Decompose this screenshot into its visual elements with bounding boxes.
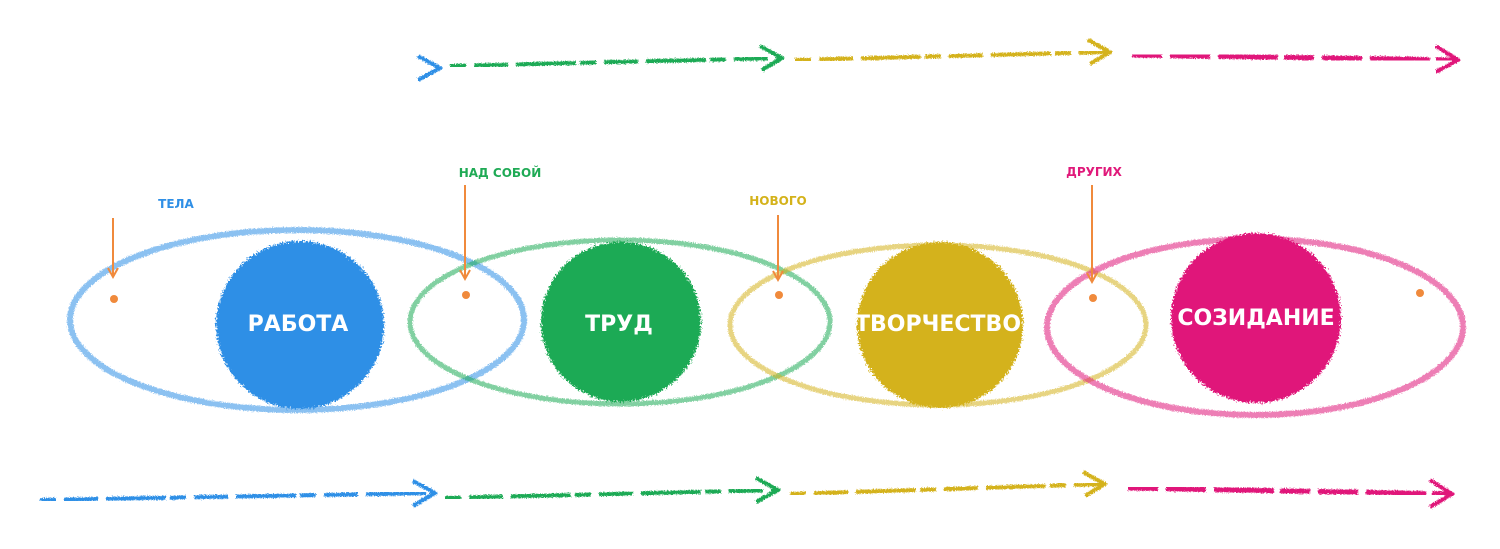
circle-trud: [541, 242, 701, 402]
top-arrow-green: [449, 44, 787, 72]
bottom-arrow-yellow: [789, 470, 1110, 498]
top-arrow-pink: [1131, 44, 1462, 74]
pointer-arrow-4: [1086, 185, 1098, 285]
bottom-arrow-green: [444, 476, 783, 504]
marker-dot-1: [110, 295, 118, 303]
stage-circles: [216, 233, 1341, 409]
top-arrow-row: [45, 38, 1462, 82]
top-label-tela: ТЕЛА: [158, 197, 194, 211]
stage-top-labels: ТЕЛА НАД СОБОЙ НОВОГО ДРУГИХ: [158, 165, 1122, 211]
label-tvorchestvo: ТВОРЧЕСТВО: [855, 312, 1021, 337]
stage-labels: РАБОТА ТРУД ТВОРЧЕСТВО СОЗИДАНИЕ: [248, 306, 1335, 337]
bottom-arrow-blue: [39, 479, 440, 508]
pointer-arrow-2: [459, 185, 471, 282]
pointer-arrow-3: [772, 215, 784, 283]
bottom-arrow-pink: [1127, 478, 1456, 509]
pointer-arrow-1: [107, 218, 119, 280]
marker-dot-2: [462, 291, 470, 299]
top-label-drugikh: ДРУГИХ: [1066, 165, 1122, 179]
circle-rabota: [216, 241, 384, 409]
label-rabota: РАБОТА: [248, 312, 349, 337]
pointer-markers: [107, 185, 1424, 303]
label-sozidanie: СОЗИДАНИЕ: [1177, 306, 1334, 331]
circle-sozidanie: [1171, 233, 1341, 403]
top-label-novogo: НОВОГО: [749, 194, 806, 208]
stage-ellipses: [67, 227, 1466, 418]
marker-dot-3: [775, 291, 783, 299]
marker-dot-4: [1089, 294, 1097, 302]
ellipse-rabota: [67, 227, 527, 413]
bottom-arrow-row: [39, 470, 1456, 509]
label-trud: ТРУД: [585, 312, 653, 337]
circle-tvorchestvo: [857, 242, 1023, 408]
marker-dot-5: [1416, 289, 1424, 297]
top-arrow-yellow: [794, 38, 1115, 66]
top-label-nad-soboy: НАД СОБОЙ: [459, 165, 542, 180]
ellipse-trud: [407, 237, 833, 407]
top-arrow-blue: [45, 54, 445, 82]
